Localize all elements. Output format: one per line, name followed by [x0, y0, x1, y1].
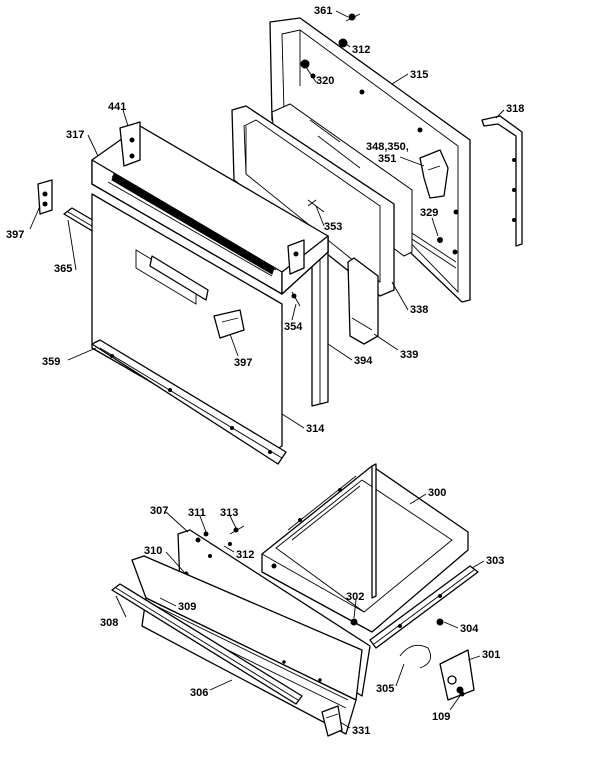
- label-308: 308: [100, 617, 118, 629]
- label-397-right: 397: [234, 357, 252, 369]
- label-313: 313: [220, 507, 238, 519]
- label-311: 311: [188, 507, 206, 519]
- screw-311: [203, 531, 209, 537]
- label-304: 304: [460, 623, 479, 635]
- screw-109: [459, 691, 465, 697]
- label-305: 305: [376, 683, 394, 695]
- clip-305: [399, 644, 432, 669]
- label-312-top: 312: [352, 44, 370, 56]
- label-348-350: 348,350,: [366, 141, 409, 153]
- label-354: 354: [284, 321, 303, 333]
- window-frame-339: [347, 257, 379, 345]
- label-359: 359: [42, 356, 60, 368]
- label-320: 320: [316, 75, 334, 87]
- label-394: 394: [354, 355, 373, 367]
- label-317: 317: [66, 129, 84, 141]
- inner-door-liner-338: [231, 105, 395, 297]
- drawer-bracket-301: [439, 649, 475, 701]
- label-353: 353: [324, 221, 342, 233]
- label-301: 301: [482, 649, 500, 661]
- drawer-body-300: [261, 463, 469, 633]
- drawer-bracket-331: [321, 705, 343, 737]
- handle-bracket-397-right: [213, 309, 245, 339]
- label-303: 303: [486, 555, 504, 567]
- door-seal-318: [481, 115, 523, 247]
- label-310: 310: [144, 545, 162, 557]
- bottom-trim-359: [91, 339, 287, 465]
- label-339: 339: [400, 349, 418, 361]
- label-351: 351: [378, 153, 396, 165]
- label-300: 300: [428, 487, 446, 499]
- drawer-trim-308: [111, 583, 303, 705]
- label-331: 331: [352, 725, 370, 737]
- label-329: 329: [420, 207, 438, 219]
- label-361: 361: [314, 5, 332, 17]
- label-312-bottom: 312: [236, 549, 254, 561]
- label-365: 365: [54, 263, 72, 275]
- hinge-bracket-351: [419, 149, 449, 199]
- handle-bracket-397-left: [37, 179, 53, 215]
- label-315: 315: [410, 69, 428, 81]
- label-318: 318: [506, 103, 524, 115]
- screw-304: [436, 618, 444, 626]
- screw-329: [437, 237, 443, 243]
- label-309: 309: [178, 601, 196, 613]
- label-307: 307: [150, 505, 168, 517]
- drawer-slide-303: [369, 565, 479, 649]
- screw-354: [291, 291, 301, 307]
- screw-313: [229, 525, 245, 535]
- label-441: 441: [108, 101, 126, 113]
- label-109: 109: [432, 711, 450, 723]
- screw-361: [345, 13, 361, 22]
- label-314: 314: [306, 423, 325, 435]
- label-306: 306: [190, 687, 208, 699]
- washer-312: [338, 38, 348, 48]
- door-panel-314: [91, 193, 283, 453]
- label-397-left: 397: [6, 229, 24, 241]
- label-338: 338: [410, 304, 428, 316]
- vent-trim-frame-317: [91, 121, 329, 295]
- leader-lines: [29, 10, 505, 729]
- label-302: 302: [346, 591, 364, 603]
